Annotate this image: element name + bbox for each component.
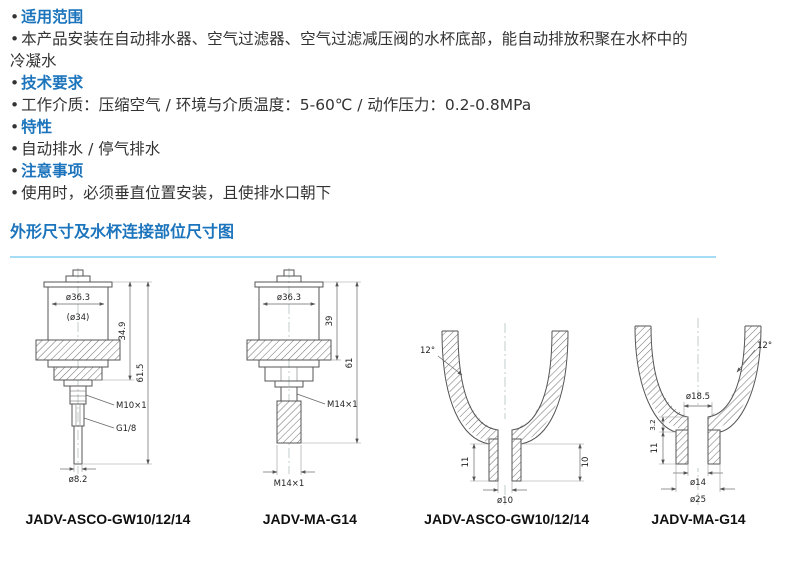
spec-heading-scope: •适用范围 [10, 6, 790, 28]
bullet: • [10, 140, 20, 158]
spec-line-text: 自动排水 / 停气排水 [21, 140, 161, 158]
dim-body-dia: ø36.3 [66, 293, 90, 303]
dim-angle: 12° [420, 346, 435, 356]
drawing-label: JADV-ASCO-GW10/12/14 [25, 511, 191, 527]
dim-step: 3.2 [649, 419, 657, 430]
drawing-cup-asco: ø10 11 10 12° JADV-ASCO-GW10/12/14 [412, 323, 602, 527]
dim-boss-depth: 11 [650, 443, 660, 454]
drawing-cup-ma: ø18.5 ø14 ø25 11 3.2 12° JADV-MA-G14 [611, 318, 786, 527]
valve-ma-figure: ø36.3 M14×1 M14×1 39 61 [246, 268, 362, 489]
valve-asco-figure: ø36.3 (ø34) M10×1 G1/8 ø8.2 [35, 268, 152, 485]
bullet: • [10, 162, 20, 180]
dim-thread-side: M14×1 [327, 400, 358, 410]
spec-heading-requirements: •技术要求 [10, 72, 790, 94]
dim-body-height: 34.9 [118, 322, 128, 341]
bullet: • [10, 8, 20, 26]
spec-line-notes: •使用时，必须垂直位置安装，且使排水口朝下 [10, 182, 790, 204]
dim-thread-top: M10×1 [116, 401, 147, 411]
dim-hole-dia: ø14 [690, 478, 706, 488]
drawing-valve-asco: ø36.3 (ø34) M10×1 G1/8 ø8.2 [8, 268, 208, 527]
dim-angle: 12° [757, 341, 772, 351]
dim-body-dia-inner: (ø34) [67, 313, 90, 323]
dim-body-height: 39 [325, 316, 335, 327]
bullet: • [10, 118, 20, 136]
dim-thread-bottom: M14×1 [274, 479, 305, 489]
bullet: • [10, 184, 20, 202]
section-divider [10, 256, 716, 258]
spec-line-text: 使用时，必须垂直位置安装，且使排水口朝下 [21, 184, 332, 202]
cup-asco-figure: ø10 11 10 12° [420, 323, 591, 506]
drawing-valve-ma: ø36.3 M14×1 M14×1 39 61 JADV-MA-G14 [217, 268, 402, 527]
spec-heading-text: 注意事项 [21, 162, 84, 180]
dim-thread-bottom: G1/8 [116, 424, 136, 434]
dim-body-dia: ø36.3 [277, 293, 301, 303]
drawing-label: JADV-MA-G14 [262, 511, 357, 527]
dim-total-height: 61.5 [136, 364, 146, 383]
drawing-label: JADV-ASCO-GW10/12/14 [424, 511, 590, 527]
spec-heading-text: 特性 [21, 118, 53, 136]
dim-side-depth: 10 [581, 457, 591, 468]
bullet: • [10, 74, 20, 92]
drawing-label: JADV-MA-G14 [651, 511, 746, 527]
dim-tube-dia: ø8.2 [69, 475, 88, 485]
spec-heading-notes: •注意事项 [10, 160, 790, 182]
dim-boss-dia: ø25 [690, 495, 706, 505]
spec-line-requirements: •工作介质：压缩空气 / 环境与介质温度：5-60℃ / 动作压力：0.2-0.… [10, 94, 790, 116]
bullet: • [10, 30, 20, 48]
dimension-drawings: ø36.3 (ø34) M10×1 G1/8 ø8.2 [0, 258, 800, 527]
page-content: •适用范围 •本产品安装在自动排水器、空气过滤器、空气过滤减压阀的水杯底部，能自… [0, 0, 800, 258]
spec-line-scope: •本产品安装在自动排水器、空气过滤器、空气过滤减压阀的水杯底部，能自动排放积聚在… [10, 28, 700, 72]
section-title: 外形尺寸及水杯连接部位尺寸图 [10, 222, 235, 241]
spec-heading-text: 技术要求 [21, 74, 84, 92]
bullet: • [10, 96, 20, 114]
dim-recess-dia: ø18.5 [686, 392, 710, 402]
dim-total-height: 61 [345, 358, 355, 369]
dim-spout-depth: 11 [461, 457, 471, 468]
dim-hole-dia: ø10 [497, 496, 513, 506]
spec-line-text: 工作介质：压缩空气 / 环境与介质温度：5-60℃ / 动作压力：0.2-0.8… [21, 96, 532, 114]
cup-ma-figure: ø18.5 ø14 ø25 11 3.2 12° [634, 318, 772, 505]
spec-line-text: 本产品安装在自动排水器、空气过滤器、空气过滤减压阀的水杯底部，能自动排放积聚在水… [10, 30, 688, 70]
spec-heading-features: •特性 [10, 116, 790, 138]
spec-line-features: •自动排水 / 停气排水 [10, 138, 790, 160]
spec-heading-text: 适用范围 [21, 8, 84, 26]
